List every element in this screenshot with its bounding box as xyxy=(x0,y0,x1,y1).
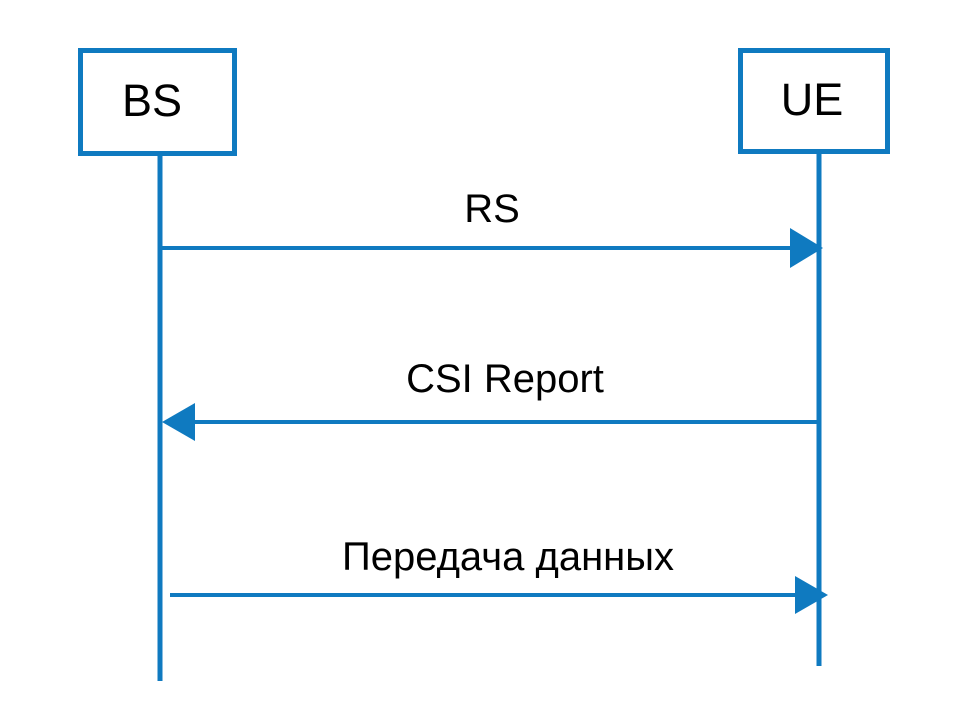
message-rs-arrowhead-icon xyxy=(790,228,823,268)
message-data-transfer[interactable]: Передача данных xyxy=(170,535,828,614)
message-rs-label: RS xyxy=(464,187,520,231)
message-data-transfer-arrowhead-icon xyxy=(795,576,828,614)
actor-label-ue: UE xyxy=(781,74,844,125)
actor-label-bs: BS xyxy=(122,75,182,126)
actor-box-ue[interactable] xyxy=(738,48,890,154)
message-csi-report-arrowhead-icon xyxy=(162,403,195,441)
message-csi-report[interactable]: CSI Report xyxy=(162,357,818,441)
message-csi-report-label: CSI Report xyxy=(406,357,604,401)
actor-box-bs[interactable] xyxy=(78,48,237,156)
message-rs[interactable]: RS xyxy=(161,187,823,268)
message-data-transfer-label: Передача данных xyxy=(342,535,674,579)
